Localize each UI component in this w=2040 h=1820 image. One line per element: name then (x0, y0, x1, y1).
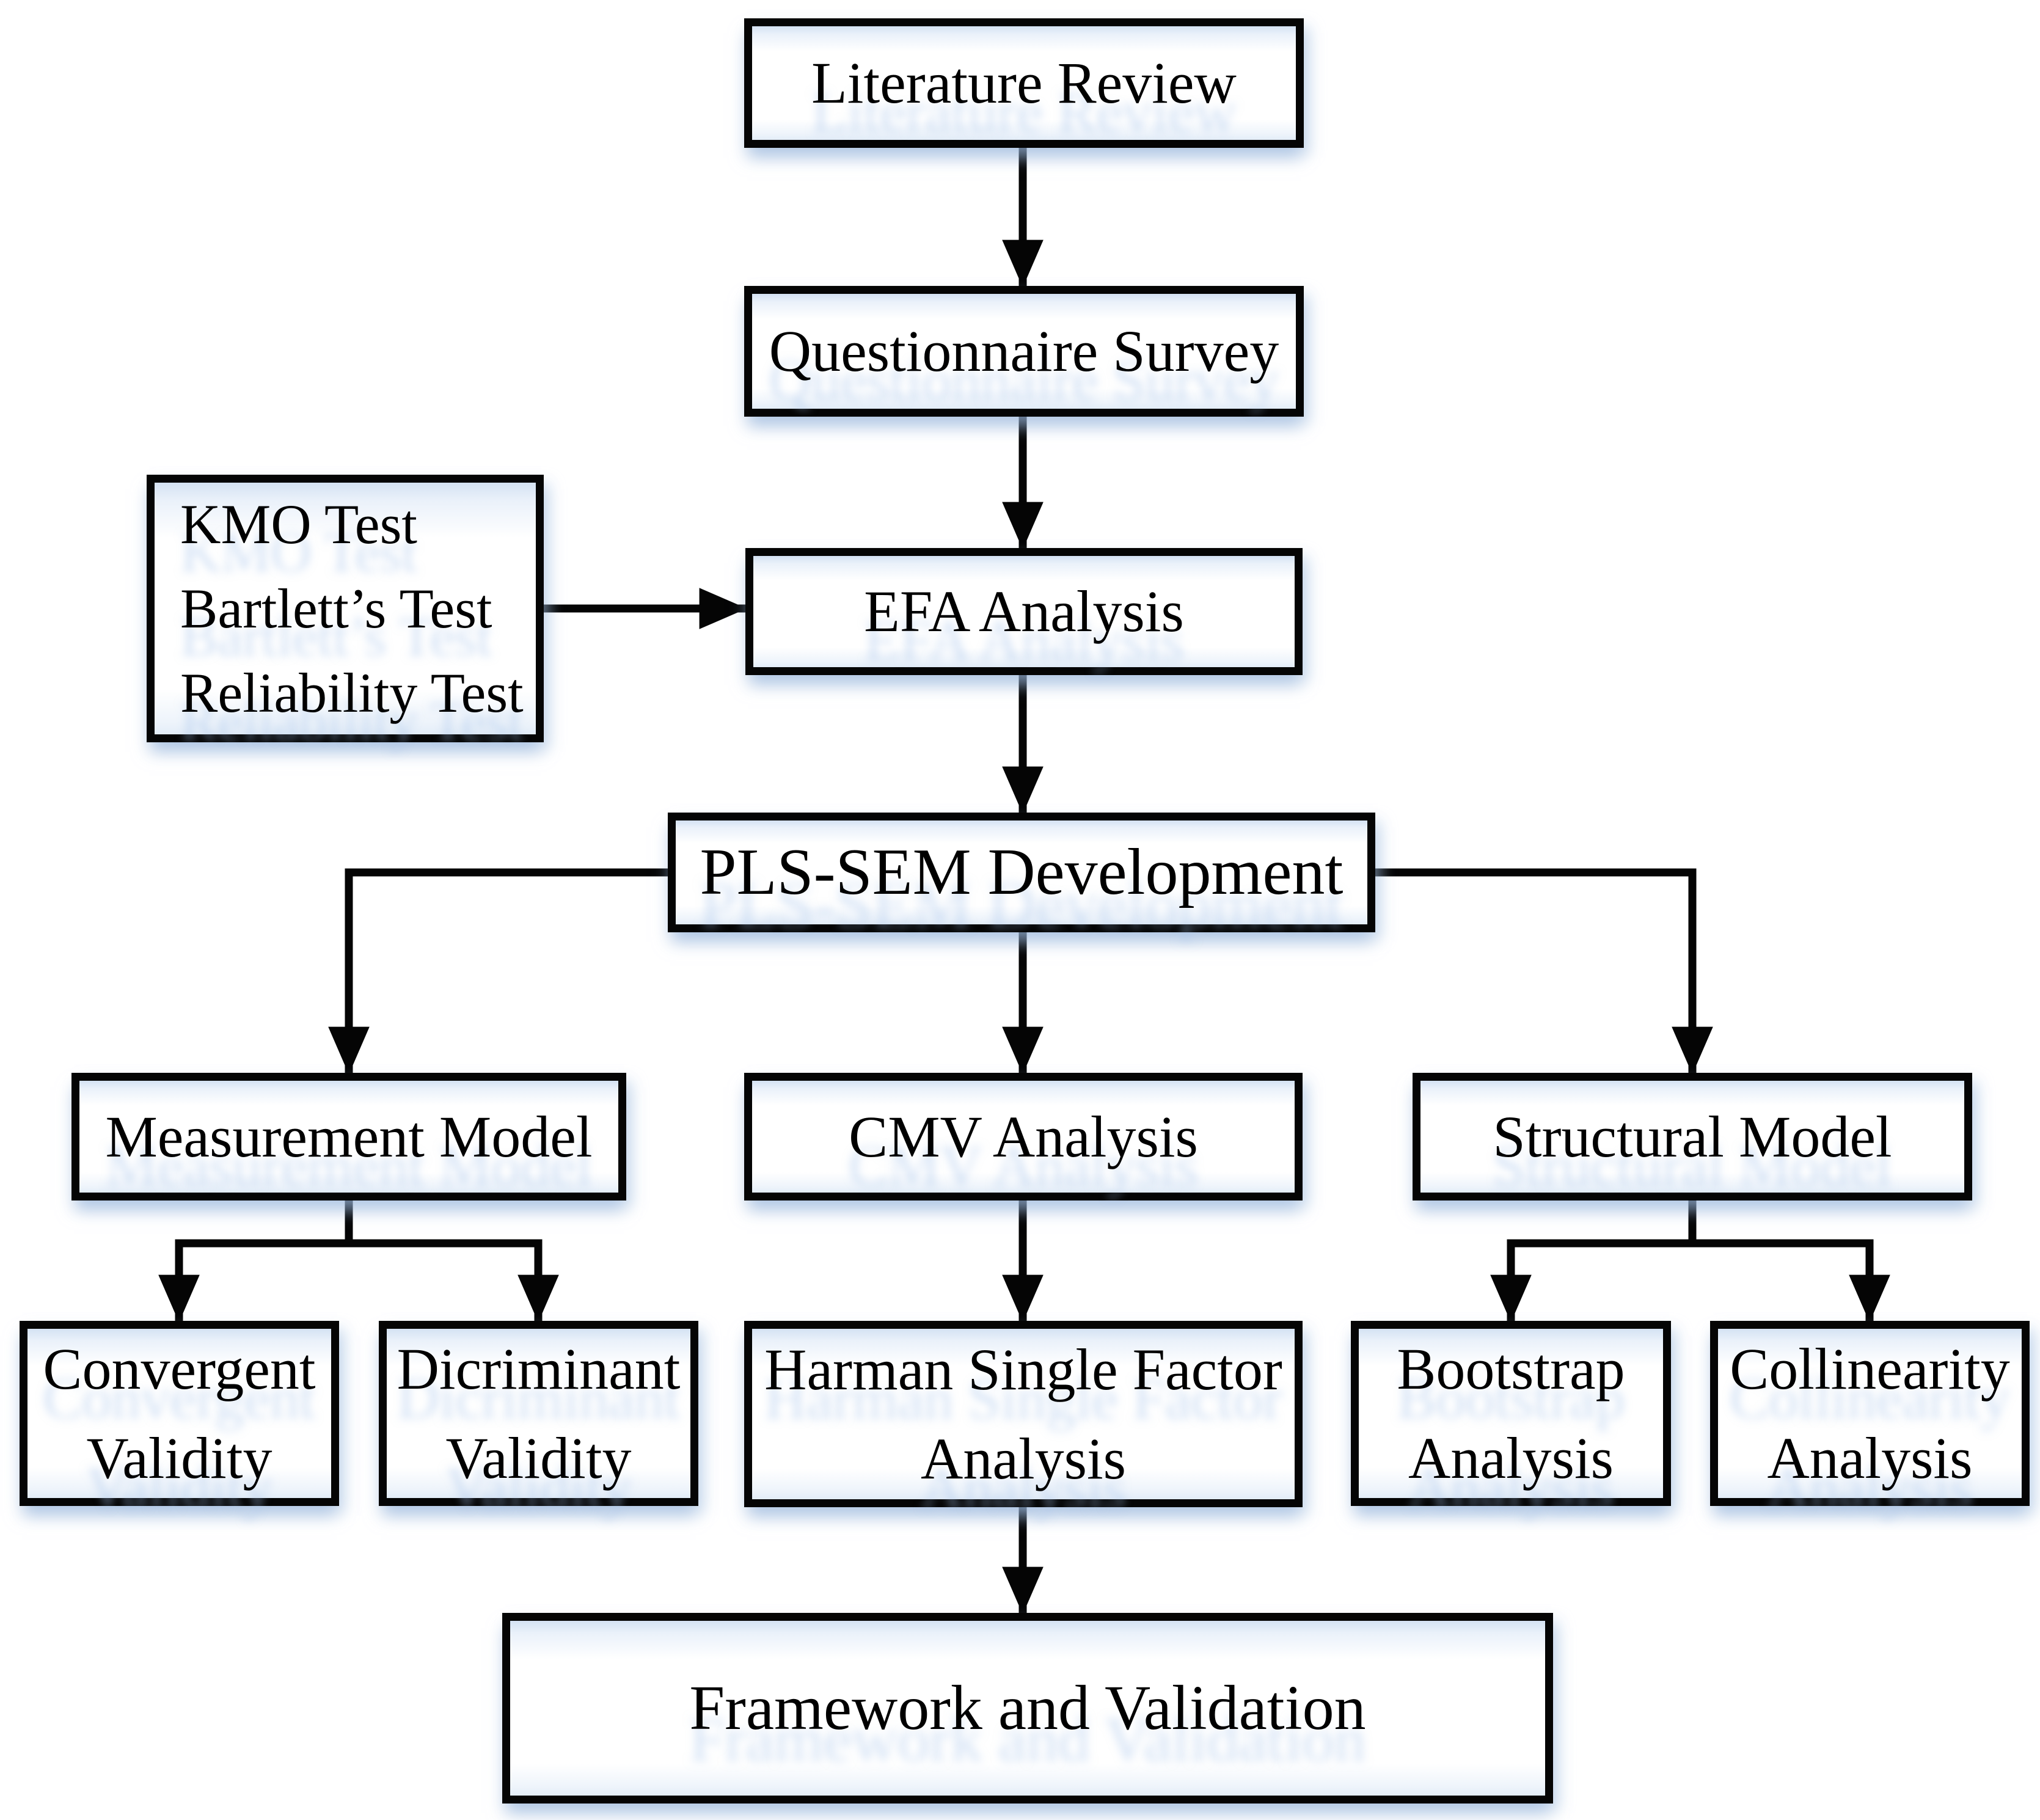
node-label: Questionnaire Survey (769, 318, 1279, 384)
node-convergent-validity: Convergent Validity (20, 1321, 339, 1506)
node-label: Structural Model (1493, 1103, 1892, 1169)
node-label: Harman Single Factor Analysis (764, 1336, 1282, 1491)
node-label: Bootstrap Analysis (1397, 1336, 1625, 1491)
node-bootstrap-analysis: Bootstrap Analysis (1351, 1321, 1671, 1506)
node-questionnaire-survey: Questionnaire Survey (744, 286, 1304, 417)
edge-measurement-to-convergent (158, 1201, 353, 1323)
node-label: KMO Test Bartlett’s Test Reliability Tes… (180, 493, 524, 724)
node-kmo-bartlett-reliability-tests: KMO Test Bartlett’s Test Reliability Tes… (147, 475, 544, 742)
node-efa-analysis: EFA Analysis (745, 548, 1303, 675)
node-measurement-model: Measurement Model (71, 1073, 626, 1201)
node-label: Convergent Validity (43, 1336, 316, 1491)
node-label: PLS-SEM Development (700, 835, 1344, 908)
edge-structural-to-bootstrap (1490, 1201, 1697, 1323)
node-label: CMV Analysis (849, 1103, 1198, 1169)
node-label: Collinearity Analysis (1730, 1336, 2010, 1491)
node-structural-model: Structural Model (1413, 1073, 1972, 1201)
node-cmv-analysis: CMV Analysis (744, 1073, 1303, 1201)
node-dicriminant-validity: Dicriminant Validity (379, 1321, 698, 1506)
node-harman-single-factor-analysis: Harman Single Factor Analysis (744, 1321, 1303, 1507)
node-label: Framework and Validation (689, 1672, 1366, 1743)
node-label: Literature Review (811, 50, 1237, 116)
edge-measurement-to-dicriminant (345, 1201, 559, 1323)
node-collinearity-analysis: Collinearity Analysis (1710, 1321, 2030, 1506)
node-pls-sem-development: PLS-SEM Development (668, 813, 1375, 932)
node-label: Dicriminant Validity (397, 1336, 681, 1491)
edge-structural-to-collinearity (1688, 1201, 1890, 1323)
node-label: Measurement Model (105, 1103, 593, 1169)
node-framework-and-validation: Framework and Validation (502, 1613, 1553, 1804)
edge-plssem-to-measurement (328, 868, 668, 1075)
node-label: EFA Analysis (864, 579, 1184, 645)
node-literature-review: Literature Review (744, 18, 1304, 148)
edge-plssem-to-structural (1375, 868, 1713, 1075)
